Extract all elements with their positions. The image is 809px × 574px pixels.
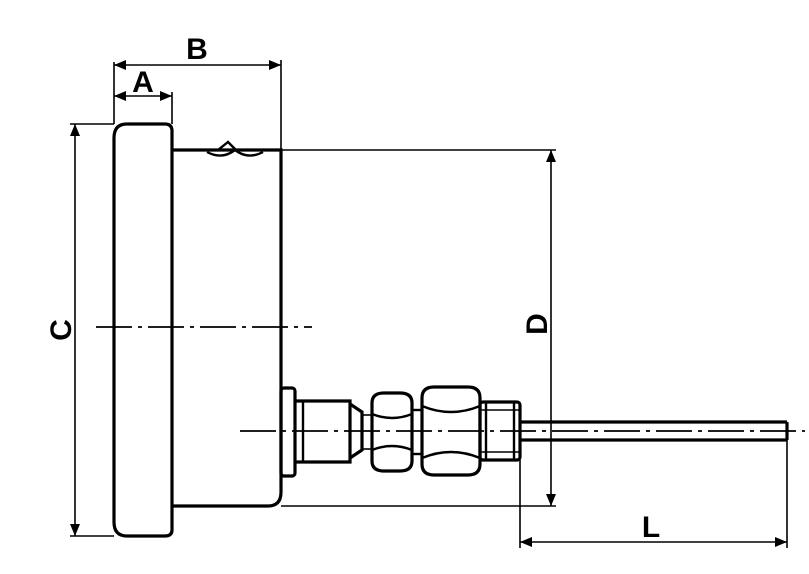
back-flange <box>279 386 297 478</box>
dimension-d <box>281 149 556 507</box>
hex-fitting-large <box>420 385 482 477</box>
dimension-b <box>114 60 282 150</box>
label-a: A <box>132 66 154 99</box>
gauge-bezel <box>112 122 174 538</box>
hex-nut-small <box>362 391 422 473</box>
label-d: D <box>521 313 554 335</box>
center-lines <box>96 326 805 432</box>
label-b: B <box>186 33 208 66</box>
dimension-c <box>70 123 114 537</box>
label-c: C <box>45 319 78 341</box>
gauge-case <box>172 140 283 508</box>
dimension-l <box>519 440 788 548</box>
dimension-a <box>113 62 173 124</box>
label-l: L <box>642 511 660 544</box>
